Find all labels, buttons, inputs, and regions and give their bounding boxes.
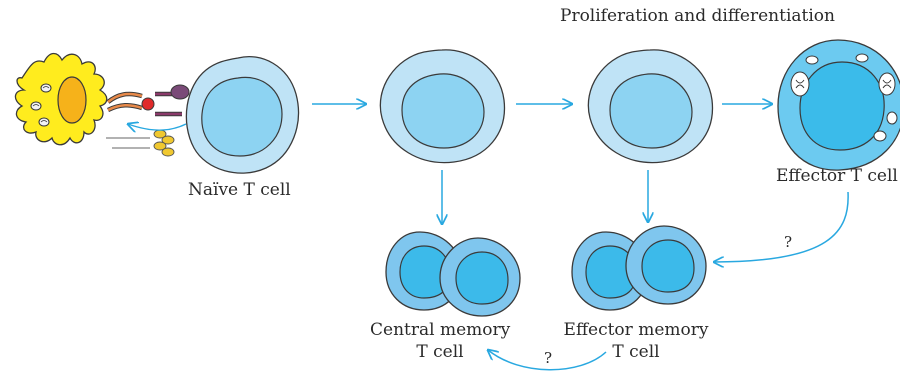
proliferating-t-cell-2 <box>587 49 714 164</box>
arrow-effector-memory-to-central-memory <box>488 350 607 371</box>
central-memory-label-line2: T cell <box>416 342 464 362</box>
effector-memory-label-line2: T cell <box>612 342 660 362</box>
effector-t-cell-label: Effector T cell <box>776 166 898 186</box>
arrows <box>312 104 849 371</box>
tcr-receptor-icon <box>106 84 190 157</box>
naive-t-cell-label: Naïve T cell <box>188 180 291 200</box>
effector-memory-label-line1: Effector memory <box>563 320 709 340</box>
uncertain-mark-effector: ? <box>784 233 793 251</box>
central-memory-t-cell <box>385 231 521 317</box>
diagram-title: Proliferation and differentiation <box>560 6 835 26</box>
central-memory-label-line1: Central memory <box>370 320 511 340</box>
antigen-presenting-cell-icon <box>14 52 108 146</box>
effector-memory-t-cell <box>571 225 707 311</box>
granule-icon <box>795 79 805 89</box>
arrow-effector-to-effector-memory <box>714 191 849 262</box>
effector-t-cell <box>777 39 900 171</box>
proliferating-t-cell-1 <box>379 49 506 164</box>
naive-t-cell <box>185 56 300 174</box>
uncertain-mark-memory: ? <box>544 349 553 367</box>
